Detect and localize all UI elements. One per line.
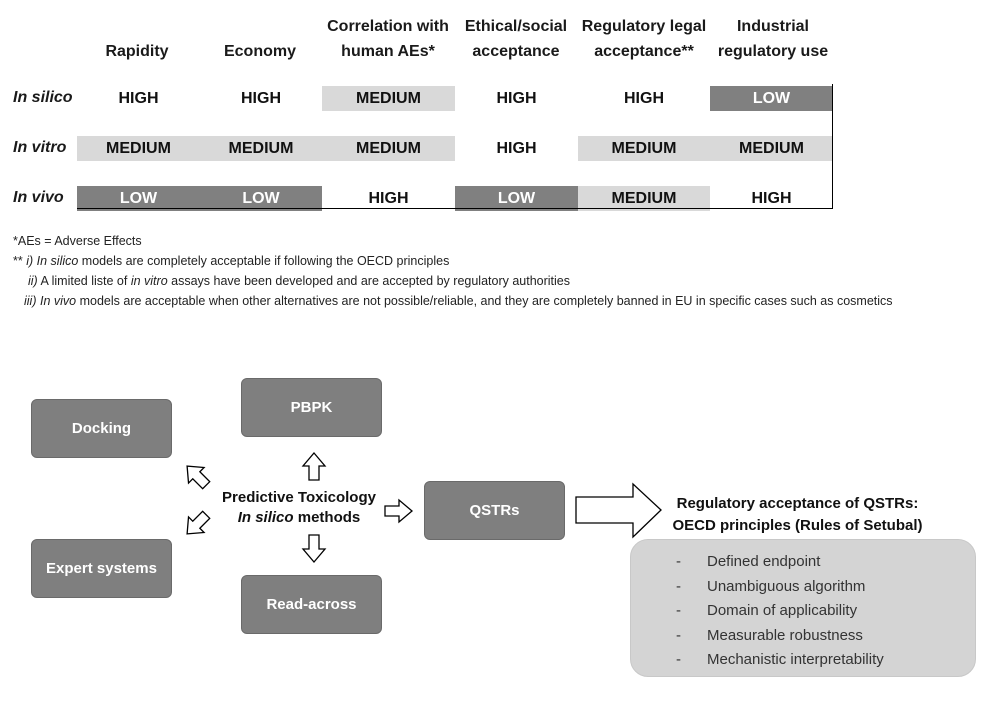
header-rapidity: Rapidity: [105, 43, 169, 60]
table-cell: MEDIUM: [322, 136, 455, 161]
note-in-vitro: ii) A limited liste of in vitro assays h…: [28, 274, 571, 288]
arrow-down-left-icon: [186, 510, 211, 535]
predictive-toxicology-label: Predictive Toxicology In silico methods: [222, 489, 376, 526]
table-cell: MEDIUM: [710, 136, 833, 161]
table-cell: MEDIUM: [200, 136, 322, 161]
table-cell: MEDIUM: [77, 136, 200, 161]
arrow-right-large-icon: [575, 482, 662, 539]
qstrs-box: QSTRs: [424, 481, 565, 540]
oecd-principle-item: - Mechanistic interpretability: [676, 651, 884, 668]
table-cell: LOW: [200, 186, 322, 211]
list-dash: -: [676, 651, 681, 668]
table-cell: HIGH: [77, 86, 200, 111]
list-dash: -: [676, 553, 681, 570]
oecd-principle-text: Mechanistic interpretability: [707, 651, 884, 668]
list-dash: -: [676, 626, 681, 644]
oecd-principles-panel: [630, 539, 976, 677]
regulatory-acceptance-title: Regulatory acceptance of QSTRs: OECD pri…: [672, 495, 923, 534]
oecd-principle-item: - Unambiguous algorithm: [676, 578, 865, 595]
expert-systems-box: Expert systems: [31, 539, 172, 598]
row-label-in-vivo: In vivo: [13, 189, 64, 206]
row-label-in-vitro: In vitro: [13, 139, 67, 156]
table-cell: HIGH: [455, 136, 578, 161]
table-cell: HIGH: [200, 86, 322, 111]
oecd-principle-text: Unambiguous algorithm: [707, 577, 866, 595]
oecd-principle-text: Domain of applicability: [707, 602, 858, 619]
oecd-principle-item: - Defined endpoint: [676, 553, 820, 570]
arrow-right-small-icon: [384, 498, 414, 524]
table-cell: LOW: [710, 86, 833, 111]
note-aes: *AEs = Adverse Effects: [13, 234, 142, 248]
oecd-principle-text: Measurable robustness: [707, 626, 863, 644]
table-cell: MEDIUM: [578, 186, 710, 211]
table-cell: MEDIUM: [578, 136, 710, 161]
note-in-silico: ** i) In silico models are completely ac…: [13, 254, 450, 268]
note-in-vivo: iii) In vivo models are acceptable when …: [24, 294, 893, 308]
oecd-principle-item: - Domain of applicability: [676, 602, 857, 619]
oecd-principle-item: - Measurable robustness: [676, 627, 863, 644]
header-economy: Economy: [223, 43, 296, 60]
table-border: [77, 84, 833, 209]
table-cell: LOW: [455, 186, 578, 211]
oecd-principle-text: Defined endpoint: [707, 553, 821, 570]
table-cell: HIGH: [710, 186, 833, 211]
pbpk-box: PBPK: [241, 378, 382, 437]
table-cell: MEDIUM: [322, 86, 455, 111]
arrow-up-icon: [301, 451, 327, 481]
arrow-down-icon: [301, 534, 327, 564]
list-dash: -: [676, 602, 681, 619]
docking-box: Docking: [31, 399, 172, 458]
row-label-in-silico: In silico: [13, 89, 73, 106]
table-cell: HIGH: [578, 86, 710, 111]
arrow-up-left-icon: [186, 465, 211, 490]
table-cell: LOW: [77, 186, 200, 211]
table-cell: HIGH: [455, 86, 578, 111]
list-dash: -: [676, 577, 681, 595]
read-across-box: Read-across: [241, 575, 382, 634]
table-cell: HIGH: [322, 186, 455, 211]
